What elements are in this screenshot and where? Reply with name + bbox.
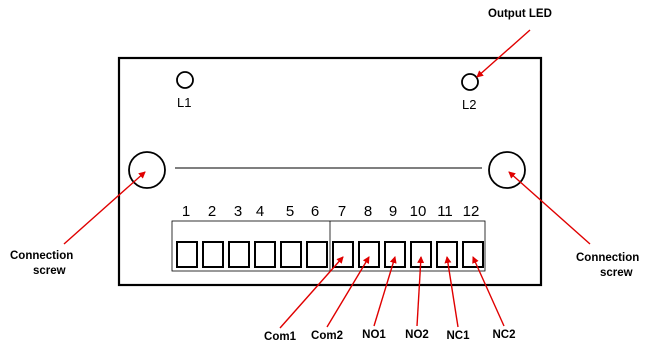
arrow-nc1: [444, 256, 459, 328]
arrow-no1: [373, 256, 397, 327]
terminal-number-4: 4: [255, 203, 265, 220]
terminal-block: [171, 220, 486, 272]
led-l1-label: L1: [177, 95, 192, 110]
terminal-9: [384, 241, 406, 268]
led-l2: [461, 73, 479, 91]
signal-label-no1: NO1: [362, 329, 386, 341]
terminal-2: [202, 241, 224, 268]
terminal-4: [254, 241, 276, 268]
signal-label-com1: Com1: [264, 331, 296, 343]
signal-label-nc1: NC1: [446, 330, 470, 342]
terminal-3: [228, 241, 250, 268]
terminal-number-11: 11: [437, 203, 453, 220]
terminal-1: [176, 241, 198, 268]
signal-label-com2: Com2: [311, 330, 343, 342]
arrow-com2: [326, 256, 370, 328]
arrow-nc2: [472, 256, 505, 327]
connection-screw-right: [488, 151, 526, 189]
arrow-no2: [416, 256, 425, 327]
terminal-7: [332, 241, 354, 268]
terminal-5: [280, 241, 302, 268]
led-l2-label: L2: [462, 97, 477, 112]
output-led-label: Output LED: [488, 8, 552, 20]
terminal-number-10: 10: [409, 203, 427, 220]
terminal-number-5: 5: [285, 203, 295, 220]
arrow-com1: [279, 256, 344, 329]
terminal-number-8: 8: [363, 203, 373, 220]
connection-screw-left-label-2: screw: [33, 265, 66, 277]
arrow-connection-right: [508, 171, 591, 245]
terminal-11: [436, 241, 458, 268]
signal-label-no2: NO2: [405, 329, 429, 341]
signal-label-nc2: NC2: [492, 329, 516, 341]
connection-screw-left-label: Connection: [10, 250, 74, 262]
terminal-number-12: 12: [462, 203, 480, 220]
terminal-number-7: 7: [337, 203, 347, 220]
terminal-12: [462, 241, 484, 268]
connection-screw-right-label-2: screw: [600, 267, 633, 279]
arrow-output-led: [476, 29, 531, 78]
arrow-connection-left: [63, 171, 146, 245]
connection-screw-left: [128, 151, 166, 189]
terminal-number-6: 6: [310, 203, 320, 220]
terminal-number-3: 3: [233, 203, 243, 220]
terminal-6: [306, 241, 328, 268]
led-l1: [176, 71, 194, 89]
connection-screw-right-label: Connection: [576, 252, 640, 264]
terminal-8: [358, 241, 380, 268]
terminal-number-9: 9: [388, 203, 398, 220]
terminal-number-2: 2: [207, 203, 217, 220]
terminal-number-1: 1: [181, 203, 191, 220]
